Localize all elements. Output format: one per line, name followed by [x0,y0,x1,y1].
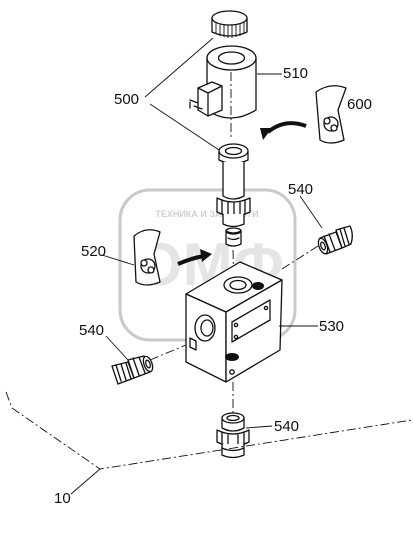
watermark-text: ТЕХНИКА И ЗАПЧАСТИ [155,209,258,219]
fitting-540-right [317,225,353,255]
label-600: 600 [347,96,372,113]
label-540-top: 540 [288,181,313,198]
fitting-540-bottom [216,412,250,459]
label-530: 530 [319,318,344,335]
leader-lines [101,37,323,429]
detail-tag-600 [315,85,347,144]
detail-tag-520 [133,229,161,286]
label-540-left: 540 [79,322,104,339]
label-10: 10 [54,490,71,507]
label-540-bottom: 540 [274,418,299,435]
assembly-arrows [177,121,307,266]
label-510: 510 [283,65,308,82]
manifold-block-530 [185,261,283,383]
label-520: 520 [81,243,106,260]
fitting-540-left [111,355,154,385]
coil-cap [211,10,248,38]
solenoid-coil-510 [189,45,257,119]
dashed-connection-lines [5,245,413,495]
label-500: 500 [114,91,139,108]
valve-cartridge-500 [216,143,251,247]
